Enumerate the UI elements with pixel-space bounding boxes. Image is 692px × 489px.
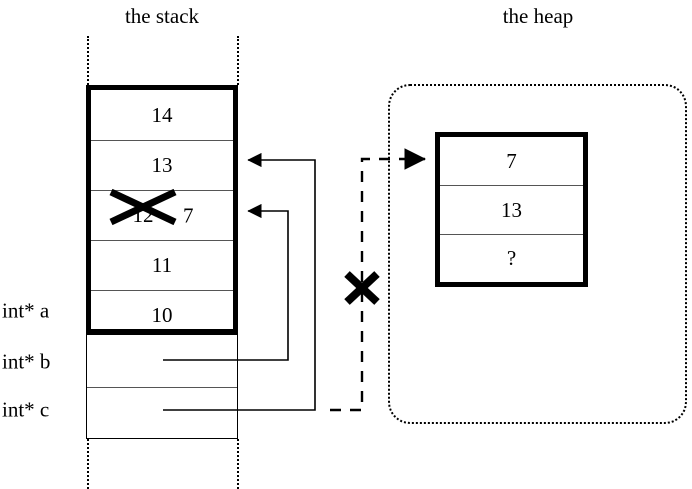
- stack-cell-14: 14: [91, 90, 233, 140]
- stack-popped-frame: [86, 334, 238, 439]
- heap-cell-value: ?: [506, 246, 517, 270]
- heap-cell-0: 7: [440, 137, 583, 185]
- stack-cell-pointer-c: [87, 387, 237, 438]
- stack-cell-value: 14: [151, 102, 173, 127]
- struck-value-wrapper: 12: [109, 188, 177, 228]
- heap-cell-2: ?: [440, 234, 583, 282]
- stack-boundary-dotted-bottom-right: [237, 439, 239, 489]
- stack-cell-pointer-b: [87, 335, 237, 387]
- stack-cell-11: 11: [91, 240, 233, 290]
- heap-allocated-block: 7 13 ?: [435, 132, 588, 287]
- heap-cell-1: 13: [440, 185, 583, 234]
- heap-cell-value: 7: [506, 148, 517, 173]
- stack-cell-value: 11: [151, 253, 173, 277]
- invalid-pointer-x-icon: [344, 271, 380, 305]
- stack-cell-13: 13: [91, 140, 233, 190]
- stack-cell-new-value: 7: [183, 203, 194, 227]
- heap-title: the heap: [502, 4, 574, 28]
- variable-label-c: int* c: [2, 397, 50, 422]
- stack-cell-10: 10: [91, 290, 233, 339]
- stack-cell-old-value: 12: [132, 203, 154, 227]
- stack-boundary-dotted-top-right: [237, 36, 239, 85]
- stack-title: the stack: [124, 4, 200, 28]
- variable-label-a: int* a: [2, 298, 50, 323]
- stack-active-frame: 14 13 12 7 11 10: [86, 85, 238, 334]
- stack-boundary-dotted-top-left: [87, 36, 89, 85]
- variable-label-b: int* b: [2, 349, 51, 374]
- stack-cell-value: 10: [151, 302, 173, 327]
- stack-cell-value: 13: [151, 153, 173, 177]
- heap-cell-value: 13: [501, 197, 522, 222]
- stack-boundary-dotted-bottom-left: [87, 439, 89, 489]
- stack-cell-12-overwritten: 12 7: [91, 188, 233, 240]
